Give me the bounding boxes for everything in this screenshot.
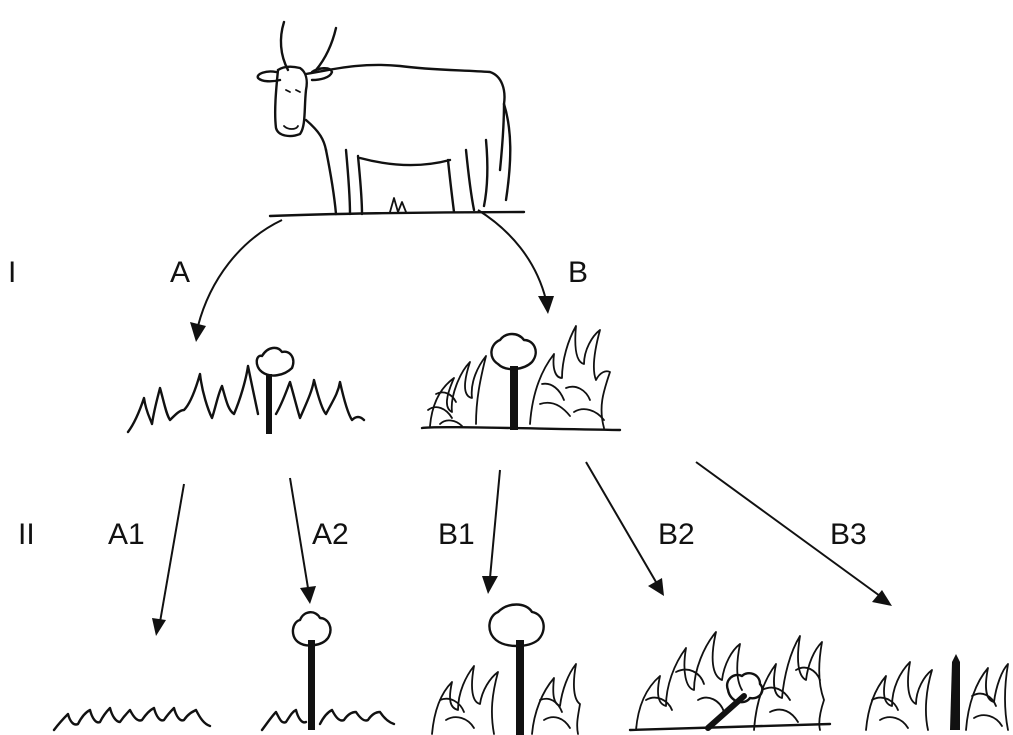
level-label-ii: II [18, 518, 35, 551]
scene-a-tall-grass [128, 348, 364, 434]
arrow-a [190, 220, 282, 342]
arrow-a1 [152, 484, 184, 636]
arrow-b1 [482, 470, 500, 594]
label-b2: B2 [658, 518, 695, 551]
scene-b3-shrubs-dead-trunk [866, 654, 1008, 730]
label-a: A [170, 256, 190, 289]
label-b: B [568, 256, 588, 289]
cow-illustration [258, 22, 524, 216]
scene-b1-tree-shrubs [432, 605, 580, 735]
scene-a2-tree-short-grass [262, 612, 394, 730]
scene-b2-dense-shrubs [630, 632, 830, 730]
label-a1: A1 [108, 518, 145, 551]
scene-a1-short-grass [54, 708, 210, 730]
arrow-b2 [586, 462, 664, 596]
label-b1: B1 [438, 518, 475, 551]
scene-b-shrubs [422, 326, 620, 430]
label-a2: A2 [312, 518, 349, 551]
label-b3: B3 [830, 518, 867, 551]
arrow-b [478, 210, 554, 314]
level-label-i: I [8, 256, 16, 289]
